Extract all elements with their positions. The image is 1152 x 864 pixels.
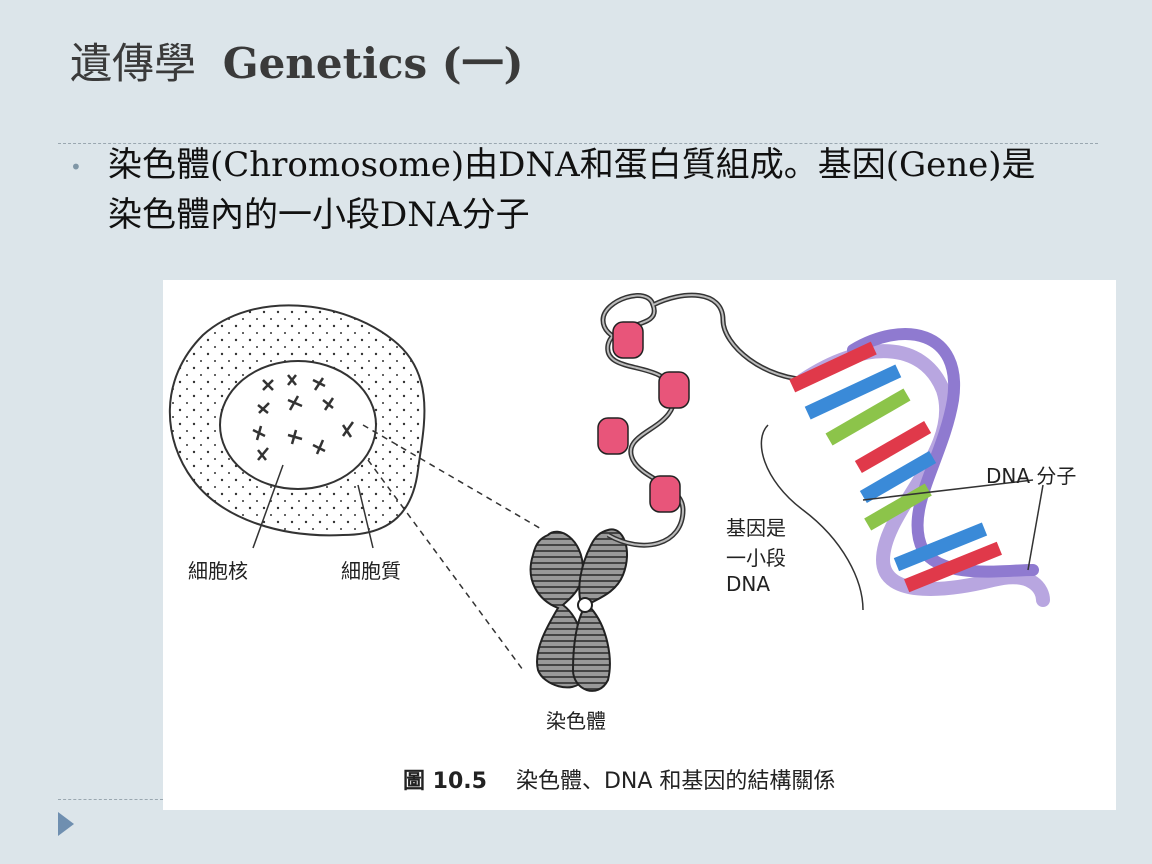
base-pairs <box>789 341 1002 593</box>
title-divider <box>58 143 1098 144</box>
label-chromosome: 染色體 <box>546 709 606 733</box>
genetics-figure: 細胞核 細胞質 染色體 基因是 一小段 DNA DNA 分子 圖 10.5 染色… <box>163 280 1116 810</box>
caption-number: 圖 10.5 <box>403 769 487 794</box>
figure-caption: 圖 10.5 染色體、DNA 和基因的結構關係 <box>403 763 835 795</box>
label-nucleus: 細胞核 <box>188 559 248 583</box>
slide-title: 遺傳學 Genetics (一) <box>70 30 524 91</box>
chromosome-drawing <box>529 528 628 692</box>
figure-illustration <box>168 292 1050 692</box>
label-gene-line2: 一小段 <box>726 546 786 570</box>
bullet-dot-icon: • <box>70 155 82 179</box>
title-chinese: 遺傳學 <box>70 39 197 88</box>
caption-text: 染色體、DNA 和基因的結構關係 <box>515 769 836 794</box>
bullet-text: 染色體(Chromosome)由DNA和蛋白質組成。基因(Gene)是染色體內的… <box>108 145 1036 235</box>
histones <box>597 321 690 513</box>
chromatin-strand <box>597 292 814 548</box>
zoom-lines <box>362 424 544 671</box>
label-dna-molecule: DNA 分子 <box>986 464 1077 488</box>
cell-drawing <box>168 304 426 549</box>
footer-divider <box>58 799 163 800</box>
label-gene-line1: 基因是 <box>726 516 786 540</box>
label-gene-line3: DNA <box>726 572 771 596</box>
nav-next-icon[interactable] <box>58 812 74 836</box>
label-cytoplasm: 細胞質 <box>341 559 401 583</box>
mini-chromosomes <box>252 374 355 461</box>
dna-helix <box>760 328 1050 611</box>
title-english: Genetics (一) <box>222 39 524 88</box>
